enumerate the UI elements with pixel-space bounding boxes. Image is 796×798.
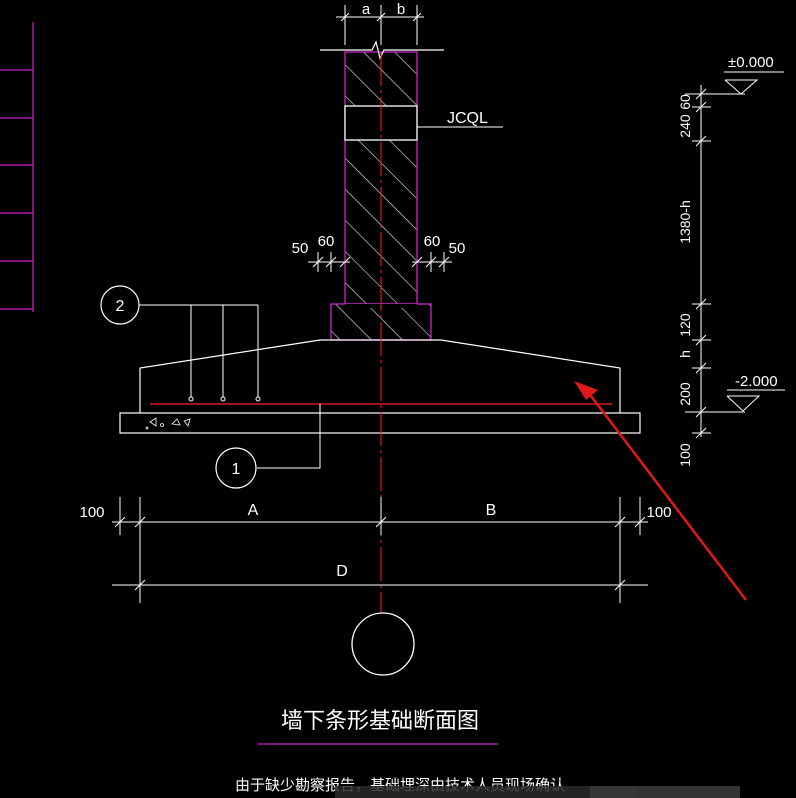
- distribution-bars: [139, 304, 261, 402]
- dim-B-label: B: [486, 502, 497, 519]
- vertical-dims: [685, 71, 785, 439]
- partial-table-lines: [0, 22, 34, 312]
- vdim-60: 60: [677, 94, 693, 110]
- level-bottom: -2.000: [735, 373, 778, 390]
- vdim-200: 200: [677, 382, 693, 406]
- horizontal-dims: [112, 497, 648, 603]
- axis-bubble: [351, 612, 415, 676]
- dim-100-right: 100: [646, 504, 671, 521]
- callout-2-circle: [100, 285, 140, 325]
- overlay-toolbar[interactable]: [335, 786, 740, 798]
- vdim-h: h: [677, 350, 693, 358]
- callout-1-circle: [215, 447, 257, 489]
- dim-A-label: A: [248, 502, 259, 519]
- dim-a-label: a: [362, 1, 371, 18]
- vdim-120: 120: [677, 313, 693, 337]
- ring-beam-label: JCQL: [447, 110, 488, 127]
- drawing-title: 墙下条形基础断面图: [281, 709, 479, 734]
- callout-1-label: 1: [232, 461, 241, 478]
- dim-50-right: 50: [449, 240, 466, 257]
- dim-60-left: 60: [318, 233, 335, 250]
- dim-60-right: 60: [424, 233, 441, 250]
- step-dim-lines: [308, 252, 452, 272]
- vdim-100: 100: [677, 443, 693, 467]
- dim-D-label: D: [336, 563, 348, 580]
- annotation-arrow: [574, 381, 747, 601]
- level-top: ±0.000: [728, 54, 774, 71]
- dim-100-left: 100: [79, 504, 104, 521]
- callout-2-label: 2: [116, 298, 125, 315]
- footing-outline: [119, 339, 641, 434]
- dim-ab-lines: [336, 5, 424, 45]
- concrete-symbol: [145, 417, 191, 430]
- dim-b-label: b: [397, 1, 405, 18]
- dim-50-left: 50: [292, 240, 309, 257]
- break-line: [320, 40, 444, 60]
- vdim-240: 240: [677, 114, 693, 138]
- vdim-1380h: 1380-h: [677, 200, 693, 244]
